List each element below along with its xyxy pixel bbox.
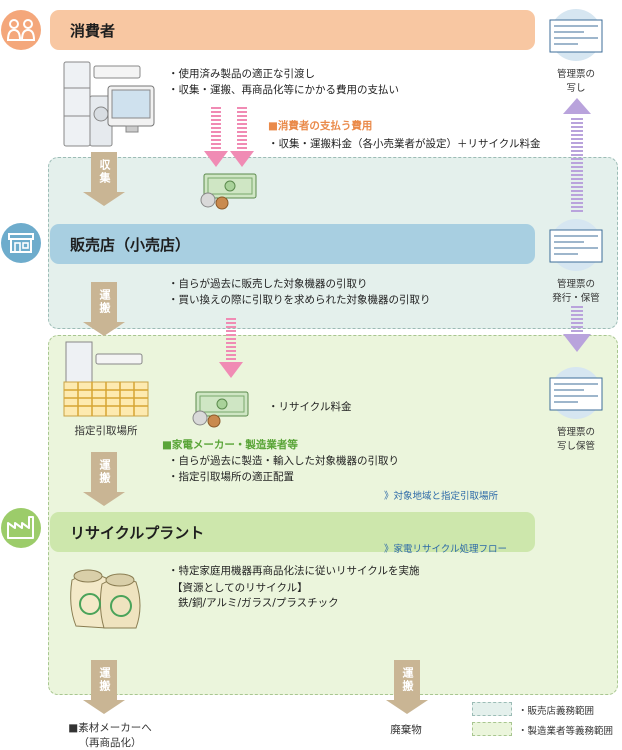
manufacturer-heading: ■家電メーカー・製造業者等 [162, 439, 298, 451]
consumer-fee-heading: ■消費者の支払う費用 [268, 120, 373, 132]
manifest-icon [549, 9, 603, 61]
consumer-fee-detail: ・収集・運搬料金（各小売業者が設定）＋リサイクル料金 [268, 138, 541, 150]
manifest-return-arrow [563, 98, 591, 212]
shop-icon [1, 223, 41, 263]
collection-site-illustration [63, 341, 149, 417]
material-maker-label: ■素材メーカーへ （再商品化） [68, 722, 152, 749]
factory-icon [1, 508, 41, 548]
transport-arrow-2: 運搬 [83, 452, 125, 506]
waste-label: 廃棄物 [390, 724, 422, 736]
manifest-copy-keep-label: 管理票の写し保管 [556, 427, 595, 452]
target-area-link[interactable]: 》対象地域と指定引取場所 [384, 491, 499, 502]
retailer-bullet-2: ・買い換えの際に引取りを求められた対象機器の引取り [168, 294, 431, 306]
recycle-bags-illustration [70, 569, 141, 629]
transport-arrow-4: 運搬 [386, 660, 428, 714]
recycle-plant-bar: リサイクルプラント [50, 512, 535, 552]
resource-items: 鉄/銅/アルミ/ガラス/プラスチック [178, 597, 339, 609]
legend-retail-label: ・販売店義務範囲 [518, 706, 595, 717]
manifest-issue-label: 管理票の発行・保管 [552, 279, 600, 304]
people-icon [1, 10, 41, 50]
legend-retail-swatch [472, 702, 512, 716]
manifest-icon [549, 367, 603, 419]
retailer-title: 販売店（小売店） [70, 235, 191, 254]
retailer-bullet-1: ・自らが過去に販売した対象機器の引取り [168, 278, 368, 290]
plant-title: リサイクルプラント [70, 523, 205, 542]
collection-site-label: 指定引取場所 [74, 425, 138, 437]
consumer-title: 消費者 [70, 21, 116, 40]
manufacturer-bullet-1: ・自らが過去に製造・輸入した対象機器の引取り [168, 455, 399, 467]
transport-arrow-3: 運搬 [83, 660, 125, 714]
manifest-icon [549, 219, 603, 271]
recycle-fee-label: ・リサイクル料金 [268, 401, 352, 413]
recycle-fee-arrow [219, 318, 243, 378]
manifest-forward-arrow [563, 306, 591, 352]
consumer-bullet-1: ・使用済み製品の適正な引渡し [168, 68, 315, 80]
transport-arrow-1: 運搬 [83, 282, 125, 336]
consumer-bar: 消費者 [50, 10, 535, 50]
payment-arrows [204, 107, 254, 167]
manufacturer-bullet-2: ・指定引取場所の適正配置 [168, 471, 294, 483]
legend-mfr-swatch [472, 722, 512, 736]
retailer-bar: 販売店（小売店） [50, 224, 535, 264]
manifest-copy-label: 管理票の写し [556, 69, 595, 94]
money-icon [192, 391, 249, 428]
collect-arrow: 収集 [83, 152, 125, 206]
plant-bullet: ・特定家庭用機器再商品化法に従いリサイクルを実施 [168, 565, 420, 577]
money-icon [200, 173, 257, 210]
recycle-flow-link[interactable]: 》家電リサイクル処理フロー [384, 544, 508, 555]
resource-heading: 【資源としてのリサイクル】 [172, 582, 308, 594]
legend-mfr-label: ・製造業者等義務範囲 [518, 726, 614, 737]
appliances-illustration [63, 61, 155, 147]
consumer-bullet-2: ・収集・運搬、再商品化等にかかる費用の支払い [168, 84, 399, 96]
